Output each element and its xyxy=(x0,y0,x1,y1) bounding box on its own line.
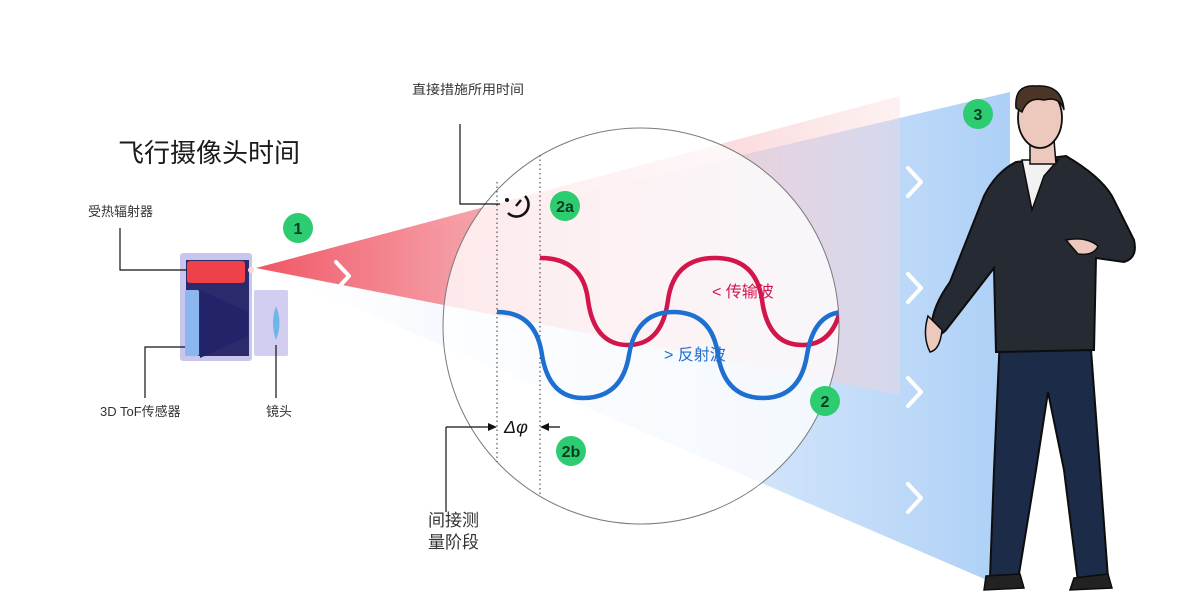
lens-icon xyxy=(273,306,280,340)
person-figure xyxy=(924,85,1136,591)
chevron-right-icon xyxy=(906,272,923,304)
svg-text:2: 2 xyxy=(821,394,830,411)
page-title: 飞行摄像头时间 xyxy=(118,138,300,168)
chevron-right-icon xyxy=(906,376,923,408)
transmit-wave-label: < 传输波 xyxy=(712,283,774,301)
phase-arrow-right-head xyxy=(540,423,549,431)
svg-text:3: 3 xyxy=(974,107,983,124)
indirect-label-line1: 间接测 xyxy=(428,511,479,530)
svg-text:2a: 2a xyxy=(556,199,574,216)
chevron-right-icon xyxy=(906,482,923,514)
reflect-wave-label: > 反射波 xyxy=(664,346,726,364)
svg-text:2b: 2b xyxy=(562,444,581,461)
badge-2a: 2a xyxy=(550,191,580,221)
person-pants xyxy=(988,335,1110,584)
receiver-label: 受热辐射器 xyxy=(88,204,153,219)
phase-symbol: Δφ xyxy=(503,417,528,437)
phase-arrow-left-head xyxy=(488,423,497,431)
chevron-right-icon xyxy=(906,166,923,198)
lens-housing xyxy=(254,290,288,356)
camera-device xyxy=(180,253,288,361)
sensor-label: 3D ToF传感器 xyxy=(100,404,181,419)
receiver-block xyxy=(187,261,245,283)
stopwatch-icon xyxy=(505,195,530,218)
badge-2b: 2b xyxy=(556,436,586,466)
badge-3: 3 xyxy=(963,99,993,129)
badge-1: 1 xyxy=(283,213,313,243)
transmit-wave xyxy=(539,255,839,348)
badge-2: 2 xyxy=(810,386,840,416)
chevron-right-icon xyxy=(334,260,351,292)
direct-leader xyxy=(459,124,500,205)
lens-label: 镜头 xyxy=(266,404,292,419)
reflect-wave xyxy=(496,309,839,401)
svg-text:1: 1 xyxy=(294,221,303,238)
sensor-block xyxy=(185,290,199,356)
receiver-leader xyxy=(119,228,187,271)
person-hair xyxy=(1015,85,1065,114)
indirect-label-line2: 量阶段 xyxy=(428,533,479,552)
person-jacket xyxy=(930,154,1136,354)
direct-label: 直接措施所用时间 xyxy=(412,82,524,97)
sensor-leader xyxy=(144,346,185,398)
